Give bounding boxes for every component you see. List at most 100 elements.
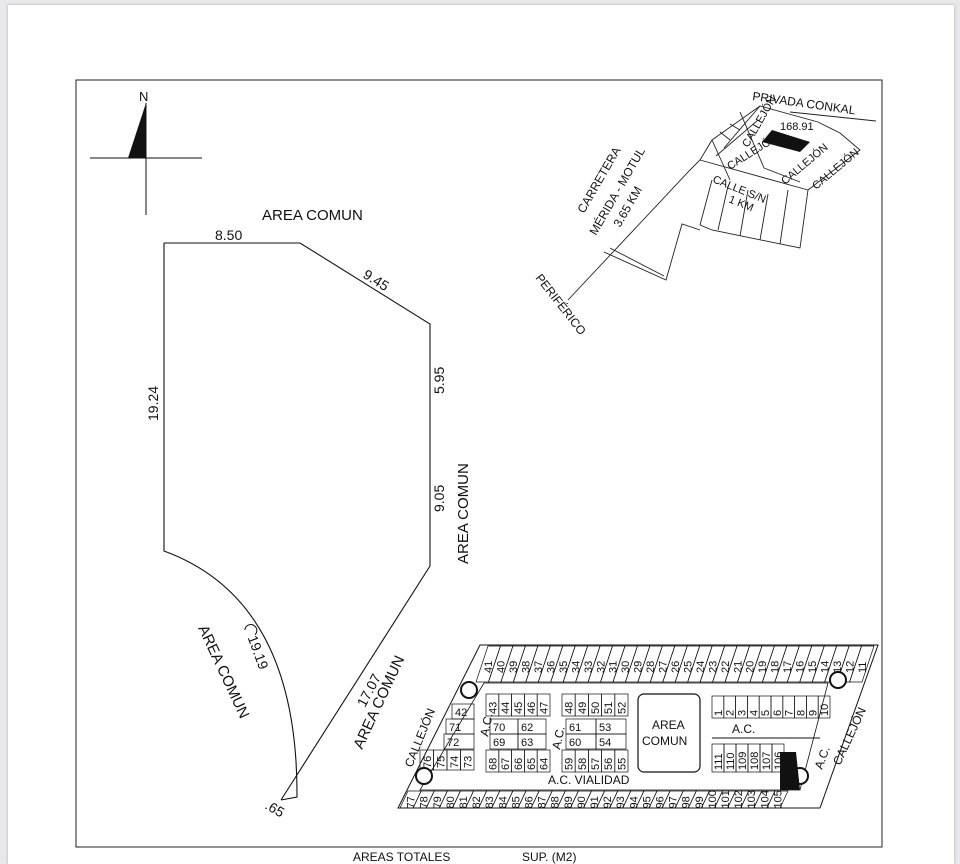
- block-b-lot-number: 64: [539, 758, 551, 770]
- block-d-lot-number: 110: [725, 752, 737, 770]
- block-b-lot-number: 62: [521, 722, 533, 734]
- block-a-lot-number: 74: [449, 756, 461, 768]
- block-c-lot-number: 59: [564, 758, 576, 770]
- site-plan-outline: [397, 644, 879, 809]
- area-comun-label-1: AREA: [652, 718, 685, 732]
- block-c-lot: [614, 749, 629, 773]
- block-a-lot-number: 76: [422, 756, 434, 768]
- selected-lot-marker: [762, 130, 810, 152]
- block-d-lot-number: 3: [737, 710, 749, 716]
- block-d-lot-number: 108: [749, 752, 761, 770]
- block-b-lot: [536, 693, 551, 717]
- block-c-lot-number: 50: [590, 702, 602, 714]
- block-b-lot-number: 70: [493, 722, 505, 734]
- bottom-row-lot-number: 100: [707, 790, 719, 808]
- block-d-lot-number: 6: [772, 710, 784, 716]
- dim-upper-diagonal: 9.45: [360, 266, 392, 294]
- callejon-right: CALLEJÓN: [829, 705, 869, 768]
- footer-areas-totales: AREAS TOTALES: [353, 850, 451, 864]
- boundary-lower-left: AREA COMUN: [194, 623, 252, 722]
- loc-area: 168.91: [780, 121, 814, 133]
- block-a-lot: [443, 733, 475, 750]
- block-b-lot-number: 66: [513, 758, 525, 770]
- location-map: PRIVADA CONKAL CARRETERA MÉRIDA - MOTUL …: [533, 89, 877, 338]
- block-c-lot-number: 52: [616, 702, 628, 714]
- lot-outline: [163, 242, 431, 801]
- north-label: N: [139, 89, 148, 104]
- block-b-lot-number: 43: [487, 702, 499, 714]
- arc-symbol-icon: [244, 624, 258, 636]
- block-d-lot-number: 107: [761, 752, 773, 770]
- bottom-row-lot-number: 101: [720, 790, 732, 808]
- dim-right-upper: 5.95: [431, 367, 447, 394]
- block-a-lot-number: 73: [462, 756, 474, 768]
- ac-label-1: A.C.: [732, 722, 755, 736]
- block-c-lot-number: 56: [603, 758, 615, 770]
- block-c-lot-number: 58: [577, 758, 589, 770]
- cul-de-sac-right: [829, 671, 847, 689]
- bottom-row-lot-number: 105: [772, 790, 784, 808]
- ac-label-2: A.C.: [477, 712, 496, 738]
- ac-label-3: A.C.: [549, 725, 568, 751]
- cul-de-sac-lower: [415, 767, 433, 785]
- footer-sup: SUP. (M2): [522, 850, 577, 864]
- block-d-lot-number: 2: [725, 710, 737, 716]
- ac-vialidad: A.C. VIALIDAD: [548, 773, 630, 787]
- block-c-lot-number: 55: [616, 758, 628, 770]
- block-d-lot-number: 1: [713, 710, 725, 716]
- area-comun-block: [637, 693, 701, 773]
- block-d-lot-number: 4: [748, 710, 760, 716]
- bottom-row-lot-number: 104: [759, 790, 771, 808]
- drawing-frame: [75, 79, 883, 848]
- block-a-lot: [460, 749, 475, 771]
- block-b-lot-number: 44: [500, 702, 512, 714]
- bottom-row-lot: [766, 790, 789, 809]
- loc-periferico: PERIFÉRICO: [533, 271, 590, 338]
- ac-label-4: A.C.: [812, 744, 833, 771]
- north-arrow-icon: N: [90, 89, 202, 215]
- top-row-lot: [849, 645, 875, 683]
- bottom-row-lot-number: 102: [733, 790, 745, 808]
- dim-arc-label: 19.19: [245, 633, 272, 672]
- boundary-top: AREA COMUN: [262, 207, 363, 224]
- block-d-lot-number: 8: [796, 710, 808, 716]
- block-d-lot-number: 10: [819, 704, 831, 716]
- block-b-lot-number: 45: [513, 702, 525, 714]
- block-b-lot-number: 67: [500, 758, 512, 770]
- block-c-lot: [595, 733, 627, 750]
- block-c-lot-number: 49: [577, 702, 589, 714]
- area-comun-label-2: COMUN: [642, 734, 687, 748]
- block-d-lot-number: 9: [807, 710, 819, 716]
- dim-arc: 19.19: [244, 624, 272, 672]
- block-b-lot-number: 69: [493, 737, 505, 749]
- block-b-lot-number: 63: [521, 737, 533, 749]
- block-b-lot-number: 47: [539, 702, 551, 714]
- block-b-lot-number: 68: [487, 758, 499, 770]
- block-c-lot-number: 53: [599, 722, 611, 734]
- block-d-lot-number: 109: [737, 752, 749, 770]
- block-a-lot-number: 71: [449, 722, 461, 734]
- dim-top: 8.50: [215, 227, 242, 243]
- block-d-lot-number: 7: [784, 710, 796, 716]
- site-selected-lot: [780, 752, 800, 790]
- block-a-lot-number: 42: [455, 707, 467, 719]
- block-b-lot: [536, 749, 551, 773]
- top-row-lot-number: 11: [857, 662, 869, 673]
- bottom-row-lot-number: 103: [746, 790, 758, 808]
- block-a-lot-number: 75: [435, 756, 447, 768]
- block-b-lot-number: 46: [526, 702, 538, 714]
- block-d-lot-number: 5: [760, 710, 772, 716]
- block-c-lot-number: 61: [569, 722, 581, 734]
- block-c-lot-number: 48: [564, 702, 576, 714]
- block-c-lot-number: 57: [590, 758, 602, 770]
- dim-left: 19.24: [145, 386, 161, 421]
- block-d-lot: [817, 695, 831, 719]
- block-b-lot-number: 65: [526, 758, 538, 770]
- dim-bottom: .65: [263, 797, 288, 821]
- block-a-lot-number: 72: [447, 737, 459, 749]
- dim-right-lower: 9.05: [431, 485, 447, 512]
